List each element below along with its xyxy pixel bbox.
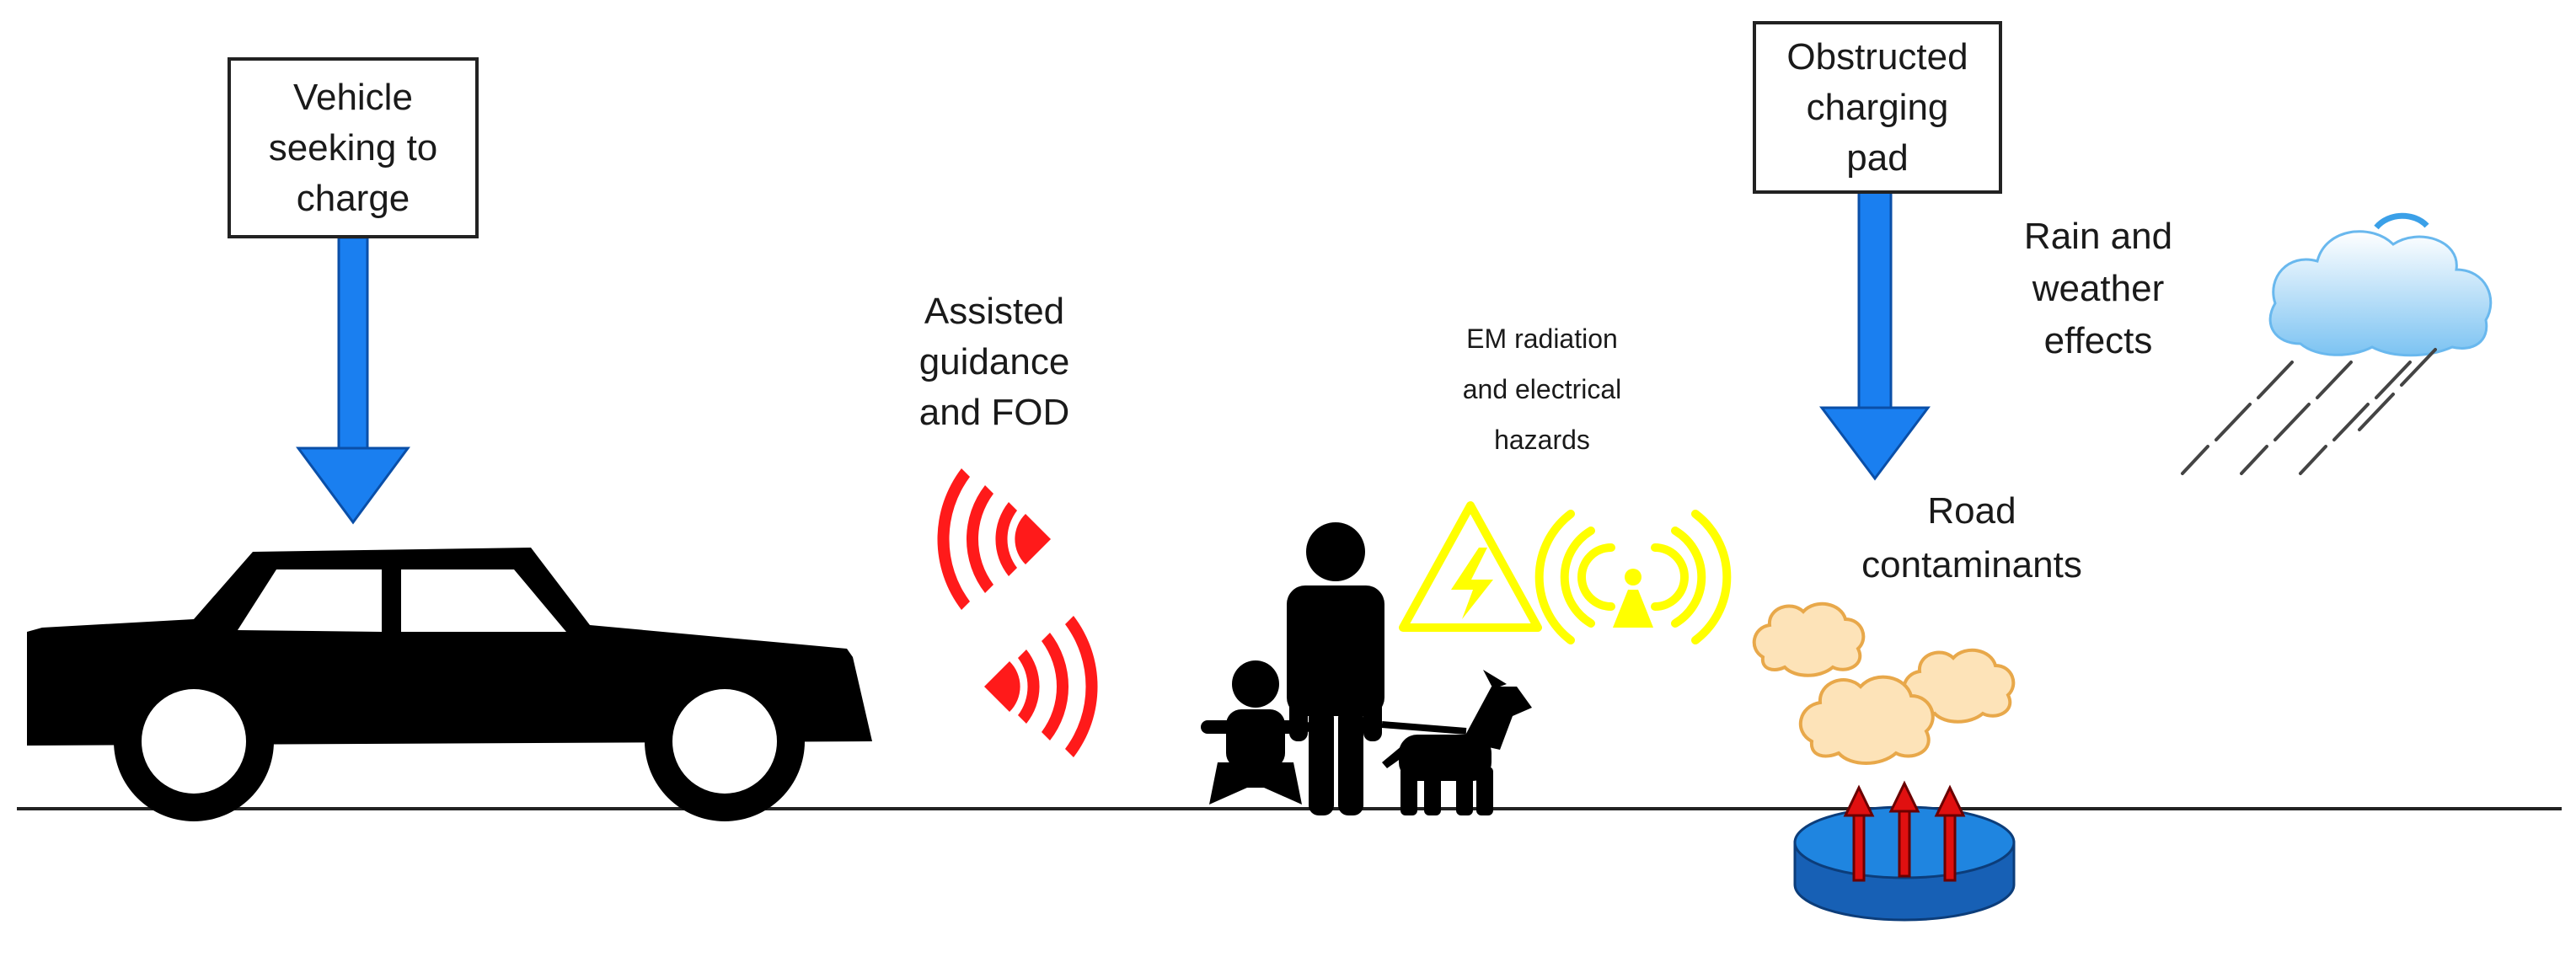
rain-cloud-icon — [2181, 212, 2493, 475]
guidance-label-line-1: Assisted — [924, 291, 1065, 332]
obstructed-pad-label-box: Obstructed charging pad — [1753, 21, 2002, 194]
guidance-label-line-2: guidance — [918, 341, 1070, 382]
contaminants-label: Road contaminants — [1829, 484, 2115, 592]
em-hazard-label: EM radiation and electrical hazards — [1416, 313, 1668, 465]
pedestrian-child-dog-icon — [1201, 522, 1532, 815]
dust-cloud-icon — [1752, 601, 2016, 765]
weather-label-line-3: effects — [2043, 320, 2153, 361]
vehicle-label-box: Vehicle seeking to charge — [228, 57, 479, 238]
vehicle-arrow — [296, 236, 410, 525]
obstructed-pad-arrow — [1819, 190, 1931, 481]
vehicle-label-line-3: charge — [296, 177, 410, 219]
weather-label: Rain and weather effects — [1993, 211, 2204, 367]
vehicle-label-line-2: seeking to — [268, 126, 438, 168]
contaminants-label-line-1: Road — [1927, 490, 2016, 532]
charging-pad-icon — [1793, 780, 2016, 922]
em-label-line-1: EM radiation — [1466, 323, 1618, 354]
obstructed-label-line-3: pad — [1846, 136, 1909, 179]
obstructed-label-line-2: charging — [1806, 86, 1949, 128]
weather-label-line-2: weather — [2032, 268, 2165, 309]
wireless-signal-icon — [937, 468, 1098, 757]
contaminants-label-line-2: contaminants — [1861, 544, 2082, 585]
obstructed-label-line-1: Obstructed — [1786, 35, 1968, 78]
em-label-line-2: and electrical — [1462, 374, 1622, 404]
guidance-label-line-3: and FOD — [918, 392, 1070, 433]
guidance-label: Assisted guidance and FOD — [889, 286, 1100, 438]
em-label-line-3: hazards — [1494, 425, 1590, 455]
electrical-hazard-icon — [1399, 501, 1542, 632]
radio-antenna-icon — [1534, 510, 1732, 644]
weather-label-line-1: Rain and — [2023, 216, 2173, 257]
vehicle-label-line-1: Vehicle — [293, 76, 413, 118]
car-icon — [27, 548, 872, 821]
